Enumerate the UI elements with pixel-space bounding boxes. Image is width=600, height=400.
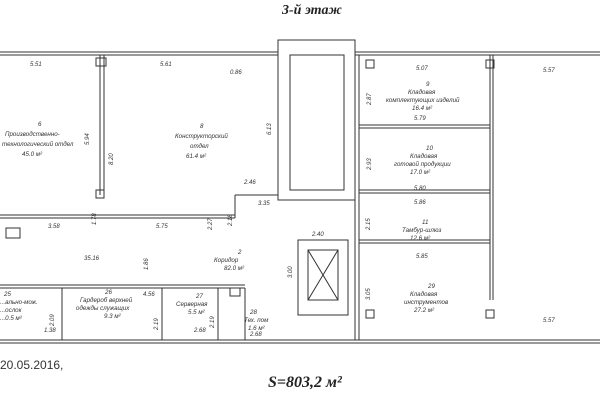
dimension-label: 2.27 xyxy=(208,218,214,231)
room-6-number: 6 xyxy=(38,121,42,128)
room-25-area: ...0.5 м² xyxy=(0,315,23,322)
dimension-label: 2.68 xyxy=(249,332,262,338)
room-26-name-1: Гардероб верхней xyxy=(80,297,133,304)
room-8-name-1: Конструкторский xyxy=(175,133,228,140)
dimension-label: 5.75 xyxy=(156,224,168,230)
column xyxy=(485,309,495,319)
room-28-name: Тех. пом xyxy=(244,317,269,324)
dimension-label: 2.19 xyxy=(154,318,160,331)
room-10-name-1: Кладовая xyxy=(410,153,438,160)
dimension-label: 2.15 xyxy=(366,218,372,231)
column xyxy=(229,287,241,297)
room-9-number: 9 xyxy=(426,81,430,88)
dimension-label: 5.07 xyxy=(416,66,428,72)
dimension-label: 5.57 xyxy=(543,318,555,324)
room-6-name-1: Производственно- xyxy=(5,131,60,138)
room-27-area: 5.5 м² xyxy=(188,309,206,316)
column xyxy=(95,189,105,199)
dimension-label: 5.79 xyxy=(414,116,426,122)
dimension-label: 2.68 xyxy=(193,328,206,334)
dimension-label: 2.19 xyxy=(210,316,216,329)
dimension-label: 3.05 xyxy=(366,288,372,300)
dimension-label: 5.57 xyxy=(543,68,555,74)
room-10-number: 10 xyxy=(426,145,433,152)
room-25-name-2: ...ослок xyxy=(0,307,23,314)
dimension-label: 5.94 xyxy=(85,133,91,145)
room-29-name-1: Кладовая xyxy=(410,291,438,298)
dimension-label: 3.35 xyxy=(258,201,270,207)
dimension-label: 4.56 xyxy=(143,292,155,298)
dimension-label: 3.58 xyxy=(48,224,60,230)
room-9-area: 16.4 м² xyxy=(412,105,433,112)
room-9-name-2: комплектующих изделий xyxy=(386,97,460,104)
dimension-label: 1.38 xyxy=(44,328,56,334)
shaft-inner xyxy=(289,54,345,191)
room-29-name-2: инструментов xyxy=(404,299,449,306)
room-9-name-1: Кладовая xyxy=(408,89,436,96)
column xyxy=(485,59,495,69)
dimension-label: 2.46 xyxy=(243,180,256,186)
room-10-area: 17.0 м² xyxy=(410,169,431,176)
dimension-label: 5.85 xyxy=(416,254,428,260)
room-28-number: 28 xyxy=(249,309,257,316)
dimension-label: 8.20 xyxy=(109,153,115,165)
dimension-label: 35.16 xyxy=(84,256,100,262)
room-28-area: 1.6 м² xyxy=(248,325,266,332)
dimension-label: 1.86 xyxy=(144,258,150,270)
dimension-label: 0.86 xyxy=(230,70,242,76)
room-2-area: 82.0 м² xyxy=(224,265,245,272)
lift-cross-b xyxy=(307,249,339,301)
dimension-label: 5.80 xyxy=(414,186,426,192)
room-29-area: 27.2 м² xyxy=(413,307,435,314)
dimension-label: 2.87 xyxy=(367,93,373,106)
total-area: S=803,2 м² xyxy=(268,374,342,391)
room-11-name: Тамбур-шлюз xyxy=(402,227,442,234)
room-6-name-2: технологический отдел xyxy=(2,141,74,148)
room-2-number: 2 xyxy=(237,249,242,256)
room-27-number: 27 xyxy=(195,293,203,300)
room-11-number: 11 xyxy=(422,219,428,226)
dimension-label: 2.93 xyxy=(367,158,373,171)
dimension-label: 5.51 xyxy=(30,62,42,68)
dimension-label: 2.40 xyxy=(311,232,324,238)
room-8-number: 8 xyxy=(200,123,204,130)
dimension-label: 2.18 xyxy=(228,214,234,227)
dimension-label: 3.00 xyxy=(288,266,294,278)
room-8-name-2: отдел xyxy=(190,143,209,150)
room-29-number: 29 xyxy=(427,283,435,290)
room-25-number: 25 xyxy=(3,291,11,298)
column xyxy=(365,309,375,319)
lift-cabin xyxy=(307,249,339,301)
room-11-area: 12.6 м² xyxy=(410,235,431,242)
floor-title: 3-й этаж xyxy=(282,3,342,18)
column xyxy=(95,57,107,67)
column xyxy=(365,59,375,69)
dimension-label: 5.86 xyxy=(414,200,426,206)
room-6-area: 45.0 м² xyxy=(22,151,43,158)
lift-core xyxy=(297,239,349,316)
room-2-name: Коридор xyxy=(214,257,239,264)
stair-landing xyxy=(5,227,21,239)
room-27-name: Серверная xyxy=(176,301,208,308)
room-26-number: 26 xyxy=(104,289,112,296)
room-8-area: 61.4 м² xyxy=(186,153,207,160)
room-25-name-1: ...ально-мож. xyxy=(0,299,38,306)
dimension-label: 5.61 xyxy=(160,62,172,68)
dimension-label: 2.09 xyxy=(50,314,56,327)
room-10-name-2: готовой продукции xyxy=(394,161,451,168)
dimension-label: 6.13 xyxy=(267,123,273,135)
drawing-date: 20.05.2016, xyxy=(0,358,64,372)
room-26-area: 9.3 м² xyxy=(104,313,122,320)
dimension-label: 1.78 xyxy=(92,213,98,225)
room-26-name-2: одежды служащих xyxy=(76,305,130,312)
